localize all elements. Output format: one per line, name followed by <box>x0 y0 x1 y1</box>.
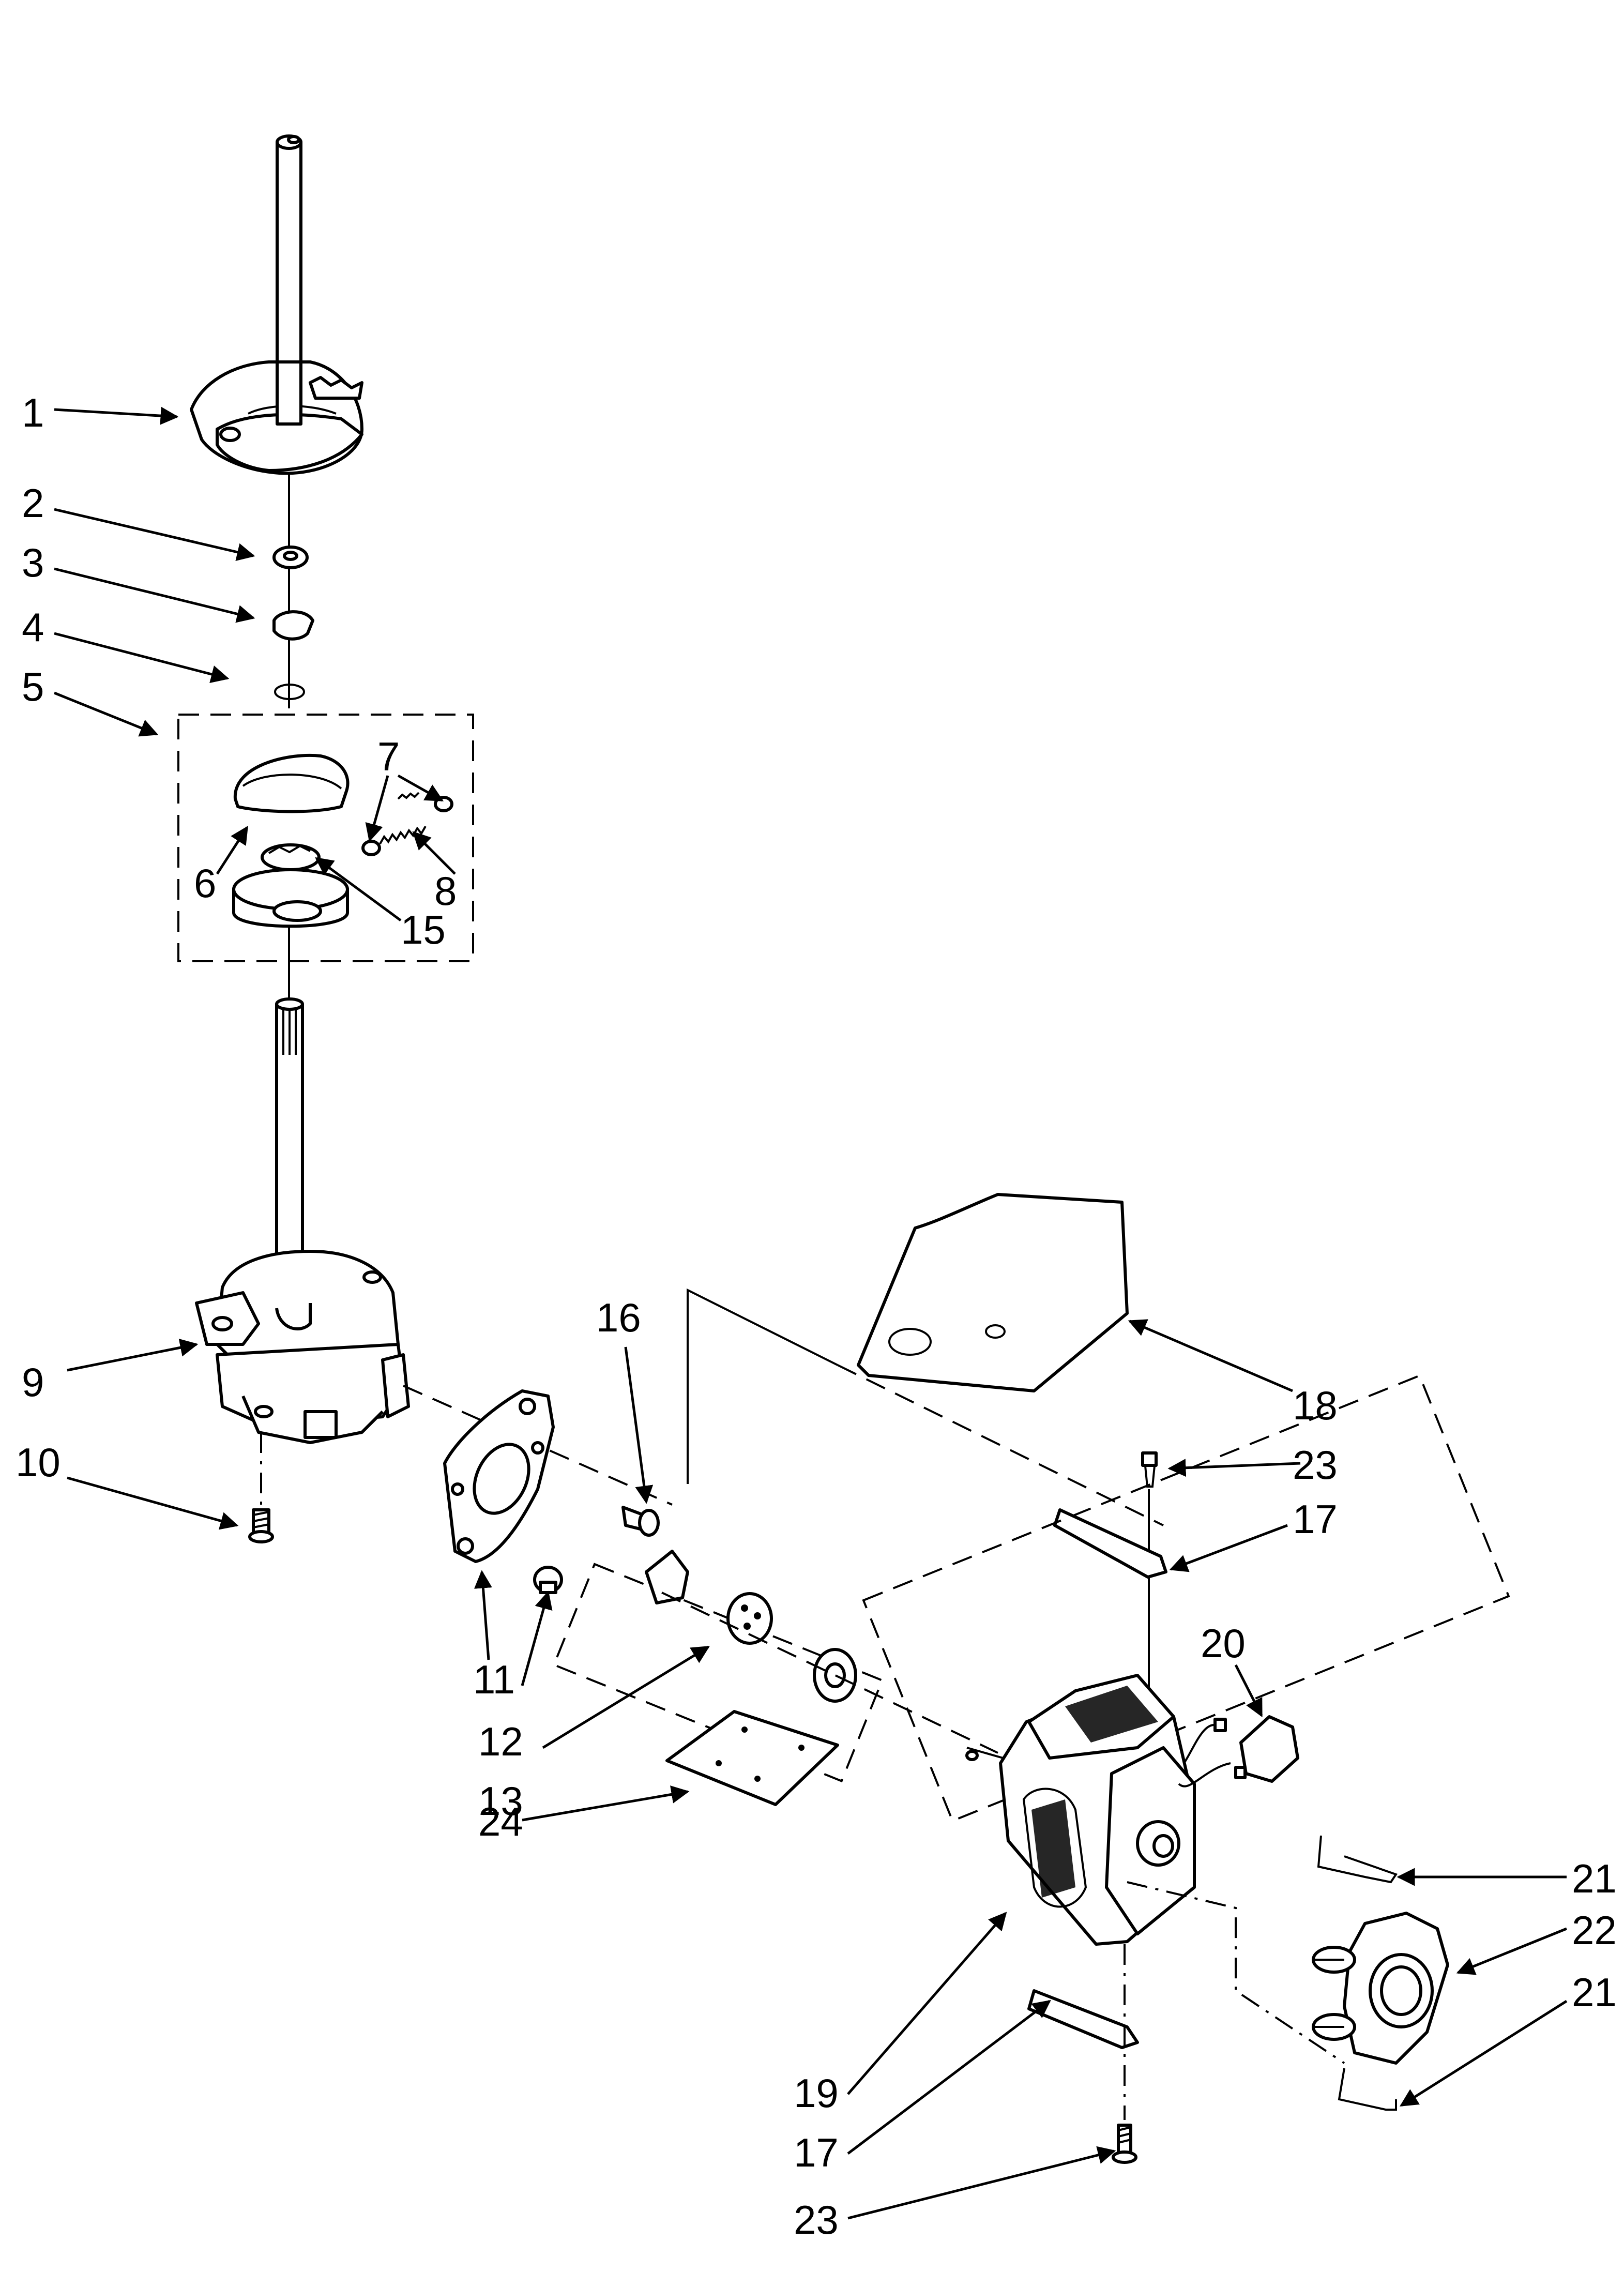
callout-15: 15 <box>401 907 446 952</box>
callout-arrows <box>54 406 1568 2220</box>
callout-21b: 21 <box>1572 1970 1617 2015</box>
screw-part-23-bottom <box>1112 2124 1137 2164</box>
callout-13: 13 <box>478 1778 523 1824</box>
washer-part-2 <box>272 546 309 569</box>
switch-part-20 <box>1178 1715 1299 1788</box>
screw-part-10 <box>248 1432 274 1543</box>
callout-18: 18 <box>1293 1383 1338 1428</box>
callout-19: 19 <box>794 2070 839 2116</box>
band-part-6 <box>233 753 350 813</box>
motor-part-19 <box>965 1674 1196 1946</box>
callout-20: 20 <box>1201 1620 1246 1666</box>
callout-labels: 1 2 3 4 5 6 7 8 9 10 11 12 13 15 16 17 1… <box>16 390 1617 2243</box>
callout-17a: 17 <box>1293 1496 1338 1542</box>
group-box-part-13 <box>552 1563 884 1783</box>
callout-3: 3 <box>22 540 44 585</box>
clip-part-3 <box>272 610 314 641</box>
gearcase-part-9 <box>195 1250 410 1444</box>
callout-22: 22 <box>1572 1907 1617 1953</box>
clip-part-21-bottom <box>1338 2068 1397 2111</box>
mounting-plate-part-11 <box>443 1389 555 1563</box>
coupling-part-12 <box>533 1566 563 1594</box>
callout-21a: 21 <box>1572 1856 1617 1901</box>
callout-11: 11 <box>473 1657 515 1702</box>
callout-17b: 17 <box>794 2130 839 2175</box>
brake-cam-part-1 <box>190 360 363 475</box>
callout-23a: 23 <box>1293 1442 1338 1488</box>
coupling-parts-13 <box>645 1550 857 1703</box>
callout-9: 9 <box>22 1359 44 1405</box>
shield-part-18 <box>857 1193 1129 1392</box>
callout-16: 16 <box>596 1295 641 1340</box>
group-box-part-5 <box>177 714 474 962</box>
retainer-part-15 <box>261 843 321 871</box>
bolt-part-16 <box>621 1506 660 1537</box>
springs-parts-7-8 <box>361 792 453 856</box>
pump-part-22 <box>1312 1912 1449 2065</box>
clip-part-21-top <box>1317 1835 1398 1884</box>
callout-4: 4 <box>22 604 44 650</box>
callout-5: 5 <box>22 664 44 709</box>
callout-23b: 23 <box>794 2197 839 2243</box>
callout-10: 10 <box>16 1440 60 1485</box>
clip-part-17-bottom <box>1027 1989 1139 2049</box>
callout-24: 24 <box>478 1799 523 1844</box>
group-box-part-19 <box>862 1374 1510 1823</box>
ring-part-4 <box>274 684 305 700</box>
callout-2: 2 <box>22 480 44 526</box>
screw-part-23-top <box>1141 1451 1158 1488</box>
upper-shaft <box>276 134 302 402</box>
callout-7: 7 <box>377 734 400 779</box>
hub-part-5 <box>232 868 349 928</box>
callout-12: 12 <box>478 1719 523 1764</box>
pad-part-24 <box>665 1710 839 1806</box>
callout-8: 8 <box>434 868 457 914</box>
callout-1: 1 <box>22 390 44 435</box>
callout-6: 6 <box>194 860 216 906</box>
